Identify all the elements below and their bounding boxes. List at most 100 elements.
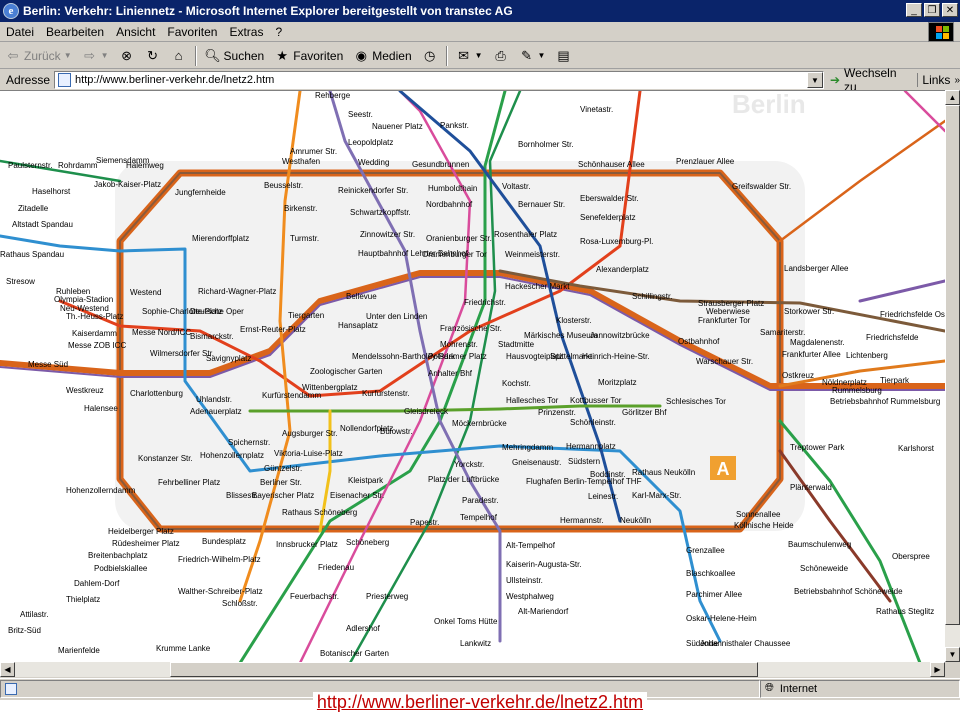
station-label: Ruhleben — [56, 287, 90, 296]
station-label: Paradestr. — [462, 496, 498, 505]
window-title: Berlin: Verkehr: Liniennetz - Microsoft … — [23, 4, 513, 18]
station-label: Beusselstr. — [264, 181, 303, 190]
address-dropdown-icon[interactable]: ▼ — [806, 72, 823, 88]
station-label: Heidelberger Platz — [108, 527, 174, 536]
browser-window: e Berlin: Verkehr: Liniennetz - Microsof… — [0, 0, 960, 700]
print-button[interactable]: ⎙ — [488, 45, 514, 67]
station-label: Messe Nord/ICC — [132, 328, 191, 337]
station-label: Unter den Linden — [366, 312, 427, 321]
menu-ansicht[interactable]: Ansicht — [116, 24, 156, 39]
address-url: http://www.berliner-verkehr.de/lnetz2.ht… — [75, 74, 275, 86]
station-label: Mierendorffplatz — [192, 234, 249, 243]
toolbar-separator — [445, 45, 448, 66]
scroll-down-icon[interactable]: ▼ — [945, 647, 960, 662]
vertical-scroll-thumb[interactable] — [945, 105, 960, 625]
station-label: Vinetastr. — [580, 105, 613, 114]
ring-line-inner — [119, 172, 781, 530]
station-label: Alt-Mariendorf — [518, 607, 569, 616]
history-button[interactable]: ◷ — [417, 45, 443, 67]
horizontal-scrollbar[interactable]: ◀ ▶ — [0, 662, 945, 677]
station-label: Savignyplatz — [206, 354, 251, 363]
menu-bearbeiten[interactable]: Bearbeiten — [46, 24, 105, 39]
home-button[interactable]: ⌂ — [166, 45, 192, 67]
title-bar: e Berlin: Verkehr: Liniennetz - Microsof… — [0, 0, 960, 22]
stop-button[interactable]: ⊗ — [114, 45, 140, 67]
source-link[interactable]: http://www.berliner-verkehr.de/lnetz2.ht… — [312, 691, 648, 713]
station-label: Weinmeisterstr. — [505, 250, 560, 259]
station-label: Westhafen — [282, 157, 320, 166]
search-button[interactable]: 🔍︎ Suchen — [200, 45, 270, 67]
station-label: Görlitzer Bhf — [622, 408, 667, 417]
station-label: Stresow — [6, 277, 35, 286]
links-chevron-icon[interactable]: » — [954, 74, 960, 86]
station-label: Friedrichstr. — [464, 298, 506, 307]
station-label: Botanischer Garten — [320, 649, 389, 658]
s2-line — [349, 91, 522, 662]
links-button[interactable]: Links — [917, 73, 950, 87]
station-label: Adlershof — [346, 624, 381, 633]
station-label: Jakob-Kaiser-Platz — [94, 180, 161, 189]
menu-datei[interactable]: Datei — [6, 24, 35, 39]
menu-extras[interactable]: Extras — [229, 24, 264, 39]
station-label: Frankfurter Tor — [698, 316, 751, 325]
caption-bar: http://www.berliner-verkehr.de/lnetz2.ht… — [0, 684, 960, 720]
station-label: Prinzenstr. — [538, 408, 576, 417]
station-label: Rummelsburg — [832, 386, 882, 395]
station-label: Obersprее — [892, 552, 930, 561]
station-label: Marienfelde — [58, 646, 100, 655]
transit-map[interactable]: Berlin — [0, 91, 945, 662]
globe-icon: 🌐︎ — [765, 682, 774, 694]
station-label: Adenauerplatz — [190, 407, 242, 416]
station-label: Pankstr. — [440, 121, 469, 130]
favorites-button[interactable]: ★ Favoriten — [269, 45, 348, 67]
favorites-icon: ★ — [276, 47, 289, 63]
station-label: Frankfurter Allee — [782, 350, 841, 359]
minimize-icon[interactable]: _ — [906, 3, 922, 17]
scroll-right-icon[interactable]: ▶ — [930, 662, 945, 677]
station-label: Greifswalder Str. — [732, 182, 791, 191]
scroll-up-icon[interactable]: ▲ — [945, 90, 960, 105]
standard-toolbar: ⇦ Zurück ▼ ⇨ ▼ ⊗ ↻ ⌂ 🔍︎ Suchen ★ Favorit… — [0, 43, 960, 69]
station-label: Podbielskiallee — [94, 564, 148, 573]
station-label: Fehrbelliner Platz — [158, 478, 220, 487]
menu-favoriten[interactable]: Favoriten — [167, 24, 218, 39]
menu-help[interactable]: ? — [275, 24, 283, 39]
station-label: Rohrdamm — [58, 161, 98, 170]
station-label: Neukölln — [620, 516, 651, 525]
back-button[interactable]: ⇦ Zurück ▼ — [0, 45, 77, 67]
station-label: Kottbusser Tor — [570, 396, 622, 405]
station-label: Anhalter Bhf — [428, 369, 473, 378]
close-icon[interactable]: ✕ — [942, 3, 958, 17]
windows-logo-icon — [928, 22, 954, 42]
discuss-button[interactable]: ▤ — [550, 45, 576, 67]
u9-line — [238, 91, 302, 603]
station-label: Bellevue — [346, 292, 377, 301]
station-label: Klosterstr. — [556, 316, 592, 325]
ie-logo-icon: e — [3, 3, 19, 19]
station-label: Kochstr. — [502, 379, 531, 388]
media-button[interactable]: ◉ Medien — [348, 45, 416, 67]
station-label: Zitadelle — [18, 204, 49, 213]
station-label: Rosenthaler Platz — [494, 230, 557, 239]
address-input[interactable]: http://www.berliner-verkehr.de/lnetz2.ht… — [54, 71, 824, 89]
mail-button[interactable]: ✉▼ — [451, 45, 488, 67]
forward-dropdown-icon: ▼ — [100, 51, 109, 60]
vertical-scrollbar[interactable]: ▲ ▼ — [945, 90, 960, 662]
station-label: Halemweg — [126, 161, 164, 170]
restore-icon[interactable]: ❐ — [924, 3, 940, 17]
refresh-button[interactable]: ↻ — [140, 45, 166, 67]
s-bahn-stadtbahn — [0, 270, 945, 389]
mail-icon: ✉ — [458, 47, 470, 63]
forward-button[interactable]: ⇨ ▼ — [77, 45, 114, 67]
station-label: Hohenzollerndamm — [66, 486, 136, 495]
horizontal-scroll-thumb[interactable] — [170, 662, 758, 677]
go-arrow-icon: ➔ — [829, 73, 841, 87]
s1-line — [299, 91, 472, 662]
station-label: Eberswalder Str. — [580, 194, 639, 203]
station-label: Schlesisches Tor — [666, 397, 726, 406]
scroll-left-icon[interactable]: ◀ — [0, 662, 15, 677]
edit-button[interactable]: ✎▼ — [514, 45, 551, 67]
station-label: Wilmersdorfer Str. — [150, 349, 214, 358]
station-label: Zinnowitzer Str. — [360, 230, 415, 239]
station-label: Voltastr. — [502, 182, 530, 191]
